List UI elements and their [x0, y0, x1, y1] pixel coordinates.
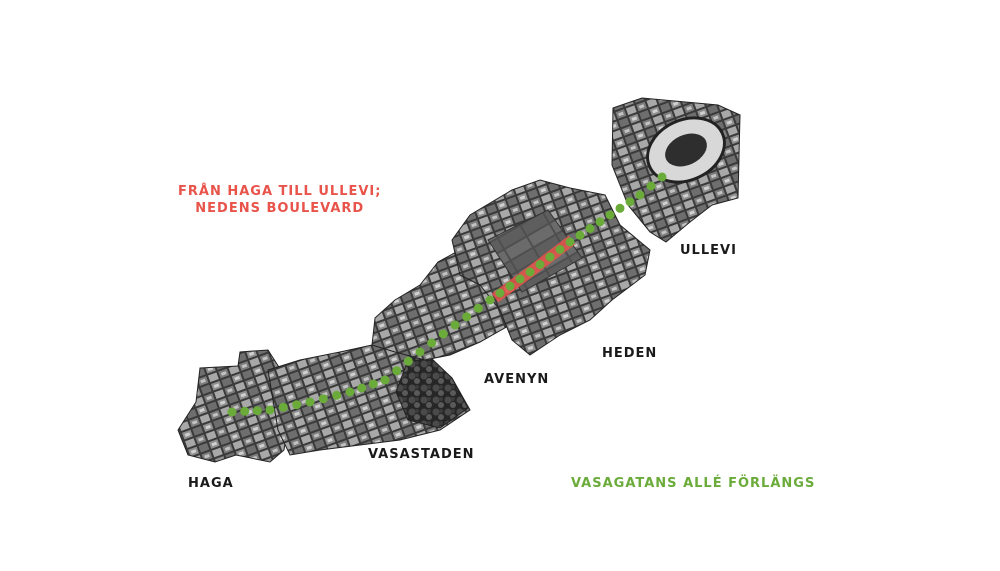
map-title-line1: FRÅN HAGA TILL ULLEVI; — [178, 184, 382, 199]
route-dot — [545, 252, 555, 262]
route-dot — [635, 190, 645, 200]
route-dot — [473, 303, 483, 313]
map-title-line2: NEDENS BOULEVARD — [195, 201, 365, 216]
route-dot — [615, 203, 625, 213]
route-dot — [240, 406, 250, 416]
label-vasastaden: VASASTADEN — [368, 447, 475, 462]
route-dot — [657, 172, 667, 182]
route-dot — [305, 397, 315, 407]
route-dot — [535, 260, 545, 269]
route-dot — [505, 281, 515, 291]
route-dot — [332, 390, 342, 400]
route-dot — [555, 245, 565, 254]
route-dot — [427, 338, 437, 348]
route-dot — [438, 329, 448, 339]
route-dot — [585, 224, 595, 233]
map-title: FRÅN HAGA TILL ULLEVI; NEDENS BOULEVARD — [178, 183, 381, 217]
route-dot — [252, 406, 262, 416]
route-dot — [357, 383, 367, 393]
route-dot — [450, 320, 460, 330]
label-haga: HAGA — [188, 476, 234, 491]
route-dot — [646, 181, 656, 191]
label-heden: HEDEN — [602, 346, 658, 361]
route-dot — [380, 375, 390, 385]
route-dot — [575, 230, 585, 240]
route-dot — [292, 400, 302, 410]
route-dot — [392, 366, 402, 376]
route-dot — [278, 402, 288, 412]
route-dot — [625, 197, 635, 207]
route-dot — [345, 387, 355, 397]
district-vasastaden — [267, 344, 471, 456]
route-dot — [515, 274, 525, 284]
label-ullevi: ULLEVI — [680, 243, 737, 258]
route-dot — [227, 407, 237, 417]
label-avenyn: AVENYN — [484, 372, 550, 387]
legend-green-route: VASAGATANS ALLÉ FÖRLÄNGS — [571, 476, 816, 491]
route-dot — [525, 267, 535, 277]
route-dot — [368, 379, 378, 389]
route-dot — [462, 312, 472, 322]
route-dot — [485, 295, 495, 305]
route-dot — [605, 210, 615, 220]
route-dot — [403, 356, 413, 366]
route-dot — [415, 347, 425, 357]
route-dot — [595, 217, 605, 227]
route-dot — [495, 288, 505, 298]
route-dot — [265, 405, 275, 415]
route-dot — [318, 394, 328, 404]
district-haga — [177, 349, 291, 463]
district-ullevi — [611, 97, 741, 243]
route-dot — [565, 237, 575, 247]
route-dots-green — [227, 172, 667, 417]
